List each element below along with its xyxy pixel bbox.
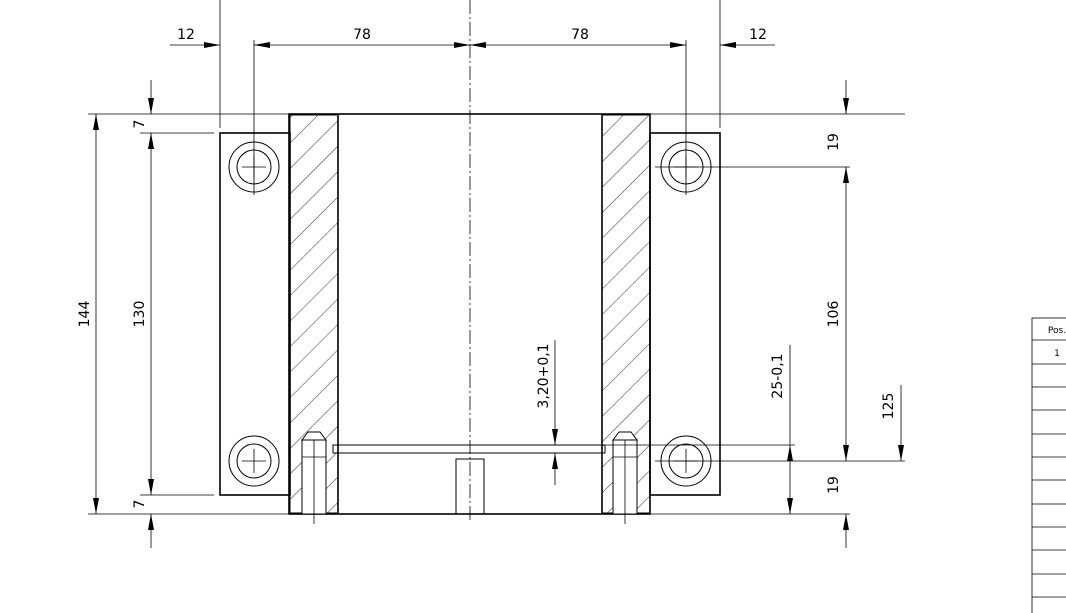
right-pin bbox=[612, 431, 638, 524]
left-flange bbox=[219, 132, 291, 496]
dim-top-offset-left: 7 bbox=[132, 120, 148, 129]
dim-bottom-offset-left: 7 bbox=[132, 500, 148, 509]
dim-hole-spacing-right: 106 bbox=[826, 301, 842, 328]
dim-right-margin: 12 bbox=[749, 27, 767, 43]
parts-table-row-1: 1 bbox=[1054, 349, 1060, 359]
dim-bottom-hole-right: 19 bbox=[826, 476, 842, 494]
bolt-hole-bottom-left bbox=[228, 435, 280, 487]
dimension-labels: 12 78 78 12 144 130 7 7 19 106 19 125 25… bbox=[77, 27, 897, 508]
body-outer bbox=[288, 113, 651, 515]
part-outline bbox=[219, 113, 721, 524]
dim-groove-height: 25-0,1 bbox=[770, 353, 786, 398]
parts-table: Pos. 1 bbox=[1031, 317, 1066, 613]
parts-table-header: Pos. bbox=[1048, 326, 1066, 336]
left-pin bbox=[301, 431, 327, 524]
right-flange bbox=[649, 132, 721, 496]
dim-overall-height: 144 bbox=[77, 301, 93, 328]
groove-plate bbox=[332, 444, 606, 454]
dim-groove-depth: 3,20+0,1 bbox=[536, 343, 552, 408]
dim-hole-spacing-left: 130 bbox=[132, 301, 148, 328]
dim-level-125: 125 bbox=[881, 393, 897, 420]
arrowheads bbox=[93, 42, 904, 530]
extension-lines bbox=[88, 0, 905, 515]
dimension-lines bbox=[95, 44, 902, 548]
dim-left-span: 78 bbox=[353, 27, 371, 43]
dim-top-hole-right: 19 bbox=[826, 133, 842, 151]
dim-left-margin: 12 bbox=[177, 27, 195, 43]
dim-right-span: 78 bbox=[571, 27, 589, 43]
